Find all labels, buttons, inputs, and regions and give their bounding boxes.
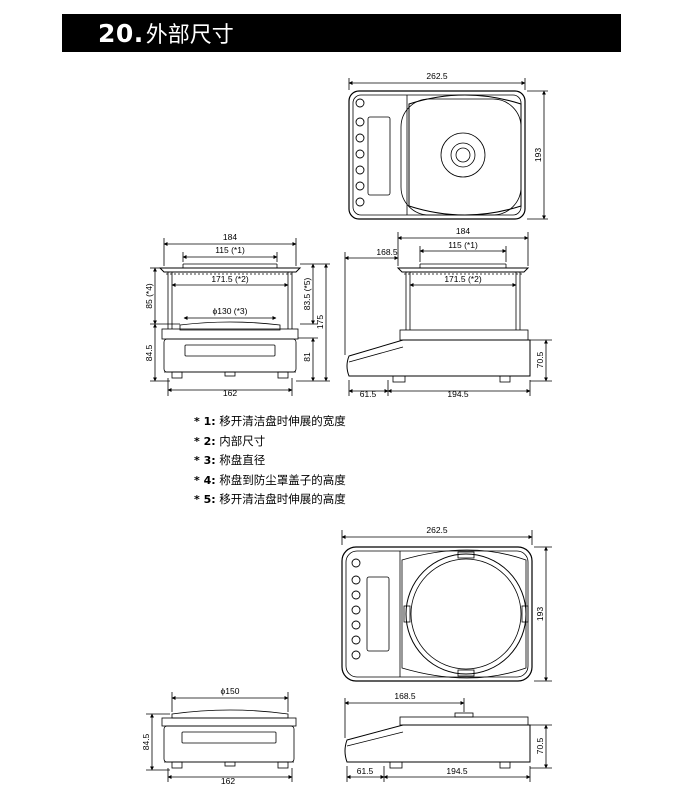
dim-base-162: 162 — [223, 388, 237, 398]
side-view-1 — [346, 263, 531, 383]
top-view-2 — [341, 546, 533, 682]
section-title: 外部尺寸 — [145, 23, 234, 48]
dim-pan-150: ϕ150 — [221, 686, 240, 696]
dim-height-83-5: 83.5 (*5) — [302, 278, 312, 311]
side-view-1-dims — [344, 232, 552, 396]
dim-side2-194-5: 194.5 — [446, 766, 468, 776]
dim-side-171: 171.5 (*2) — [444, 274, 481, 284]
side-view-2-dims — [344, 698, 552, 782]
dim-top-depth: 193 — [533, 148, 543, 162]
dim-side-194-5: 194.5 — [447, 389, 469, 399]
dim-side-184: 184 — [456, 226, 470, 236]
dim-side-70-5: 70.5 — [535, 351, 545, 368]
top-view-2-dims — [341, 530, 552, 682]
front-view-2 — [161, 709, 297, 769]
dim-width-115: 115 (*1) — [215, 245, 245, 255]
section-header: 20. 外部尺寸 — [62, 14, 621, 52]
dim-pan-130: ϕ130 (*3) — [212, 306, 247, 316]
dim-width-184: 184 — [223, 232, 237, 242]
dim-height-85: 85 (*4) — [144, 283, 154, 309]
dim-height-84-5: 84.5 — [144, 344, 154, 361]
dim-front2-84-5: 84.5 — [141, 733, 151, 750]
top-view-1 — [348, 90, 526, 220]
note-item: * 5: 移开清洁盘时伸展的高度 — [194, 492, 346, 507]
dim-inner-171: 171.5 (*2) — [211, 274, 248, 284]
dim-front2-162: 162 — [221, 776, 235, 786]
dim-top2-width: 262.5 — [426, 525, 448, 535]
dim-height-81: 81 — [302, 352, 312, 362]
dim-side-61-5: 61.5 — [360, 389, 377, 399]
dim-side-115: 115 (*1) — [448, 240, 478, 250]
note-item: * 1: 移开清洁盘时伸展的宽度 — [194, 414, 346, 428]
note-item: * 3: 称盘直径 — [194, 453, 266, 468]
section-number: 20. — [98, 18, 144, 48]
side-view-2 — [344, 712, 531, 769]
note-item: * 4: 称盘到防尘罩盖子的高度 — [194, 472, 346, 487]
dim-height-175: 175 — [315, 315, 325, 329]
dim-top-width: 262.5 — [426, 71, 448, 81]
dim-top2-depth: 193 — [535, 607, 545, 621]
dim-side2-61-5: 61.5 — [357, 766, 374, 776]
dim-side-168-5: 168.5 — [376, 247, 398, 257]
note-item: * 2: 内部尺寸 — [194, 433, 266, 448]
footnotes: * 1: 移开清洁盘时伸展的宽度 * 2: 内部尺寸 * 3: 称盘直径 * 4… — [194, 412, 346, 510]
front-view-1 — [158, 263, 302, 379]
front-view-2-dims — [146, 692, 293, 782]
top-view-1-dims — [348, 78, 548, 220]
dim-side2-168-5: 168.5 — [394, 691, 416, 701]
dim-side2-70-5: 70.5 — [535, 737, 545, 754]
front-view-1-dims — [150, 238, 330, 396]
